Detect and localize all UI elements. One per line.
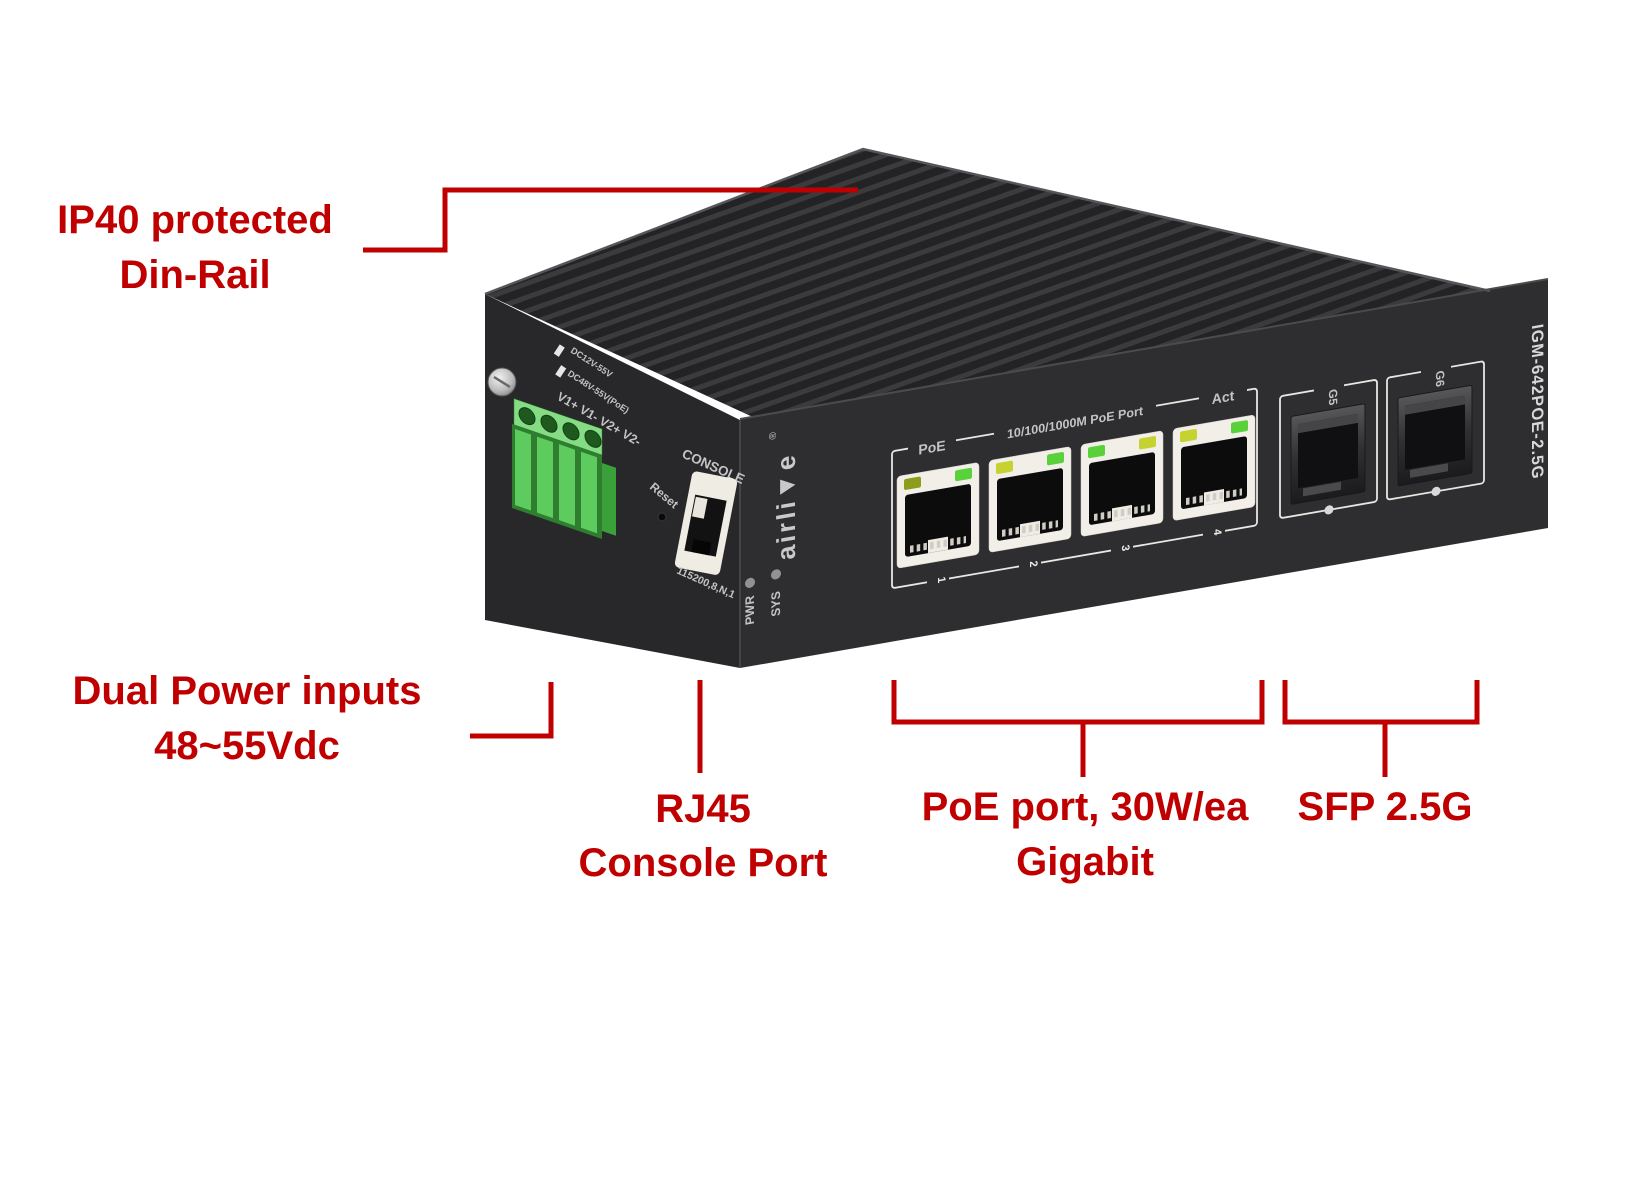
power-tick-2 [555,365,567,378]
terminal-rib [581,451,597,534]
sfp-port-g6: G6 [1386,356,1485,501]
terminal-rib [515,429,531,511]
sfp-label-g5: G5 [1326,388,1340,407]
sfp-opening-edge [1405,395,1465,415]
registered-mark: ® [768,431,779,441]
annotation-dual-power: Dual Power inputs 48~55Vdc [73,669,554,768]
annotation-rj45-console: RJ45 Console Port [579,680,828,885]
rj45-pins [1002,520,1058,537]
sfp-opening [1298,413,1358,489]
dual-power-label-line1: Dual Power inputs [73,669,422,713]
port-number-3: 3 [1119,544,1131,552]
poe-label-line1: PoE port, 30W/ea [922,785,1249,829]
rj45-opening [997,468,1063,541]
front-top-edge [739,278,1549,420]
poe-led [996,460,1013,475]
pwr-label: PWR [743,595,757,627]
terminal-hole [540,414,558,433]
terminal-hole [584,429,602,448]
terminal-hole [562,422,580,441]
rj45-opening [905,484,971,557]
sfp-latch [1410,463,1448,478]
pwr-led [745,577,755,588]
annotation-ip40: IP40 protected Din-Rail [57,187,858,297]
rj45-label-line1: RJ45 [655,787,751,831]
terminal-hole [518,407,536,426]
label-mask [927,567,949,594]
label-mask [1203,519,1225,546]
dual-power-callout-line [470,682,554,739]
annotations: IP40 protected Din-Rail Dual Power input… [57,187,1480,885]
poe-port-1 [896,462,980,569]
label-mask [1421,356,1451,382]
port-number-1: 1 [935,576,947,584]
terminal-rib [559,444,575,526]
top-ridge-highlight [484,147,1491,296]
reset-pinhole [657,512,667,522]
ip40-callout-line [363,187,858,253]
terminal-front-face [512,424,602,539]
act-label: Act [1212,387,1235,407]
brand-logo: airli▼e [771,450,801,563]
poe-led [904,476,921,490]
poe-callout-bracket [891,680,1265,777]
dual-power-label-line2: 48~55Vdc [154,724,340,768]
poe-port-2 [988,446,1072,553]
annotation-sfp: SFP 2.5G [1282,680,1480,829]
sfp-label-g6: G6 [1433,369,1447,388]
sfp-opening [1405,395,1465,470]
terminal-rib [537,436,553,519]
label-mask [1314,375,1344,401]
poe-port-4 [1172,415,1256,521]
terminal-side [602,462,616,536]
link-led [1139,436,1156,450]
sfp-led [1324,505,1334,515]
link-led [1231,420,1248,434]
sys-led [771,569,781,580]
link-led [1047,451,1064,466]
sys-label: SYS [769,590,783,617]
rj45-label-line2: Console Port [579,841,828,885]
ip40-label-line1: IP40 protected [57,198,333,242]
port-number-4: 4 [1211,528,1223,537]
annotation-poe-ports: PoE port, 30W/ea Gigabit [891,680,1265,884]
label-mask [1199,380,1247,411]
console-port-latch [691,539,712,556]
power-terminal-block [512,398,616,539]
sfp-label-line1: SFP 2.5G [1298,785,1473,829]
sfp-port-g5: G5 [1279,375,1378,519]
sfp-latch [1303,481,1341,497]
ip40-label-line2: Din-Rail [119,253,270,297]
screw-slot [493,375,511,389]
console-port-contact [692,496,708,519]
console-rj45-port [674,471,738,575]
switch-device: DC12V-55V DC48V-55V(PoE) V1+ V1- V2+ V2-… [484,147,1549,668]
sfp-callout-bracket [1282,680,1480,777]
poe-led [1088,444,1105,459]
rj45-pins [1186,488,1242,506]
label-mask [908,430,956,461]
rj45-opening [1181,436,1247,509]
poe-label-line2: Gigabit [1016,840,1154,884]
poe-label: PoE [918,437,945,458]
port-number-2: 2 [1027,560,1039,568]
label-mask [1019,551,1041,578]
rj45-pins [910,536,966,553]
rj45-opening [1089,452,1155,525]
model-label: IGM-642POE-2.5G [1528,323,1547,481]
poe-port-3 [1080,430,1164,537]
rj45-pins [1094,504,1150,521]
heatsink-top [485,149,1490,418]
label-mask [994,395,1156,446]
label-mask [1111,535,1133,562]
sfp-opening-edge [1298,413,1358,434]
poe-led [1180,428,1197,443]
link-led [955,467,972,482]
sfp-led [1431,486,1441,496]
power-tick-1 [553,344,565,357]
